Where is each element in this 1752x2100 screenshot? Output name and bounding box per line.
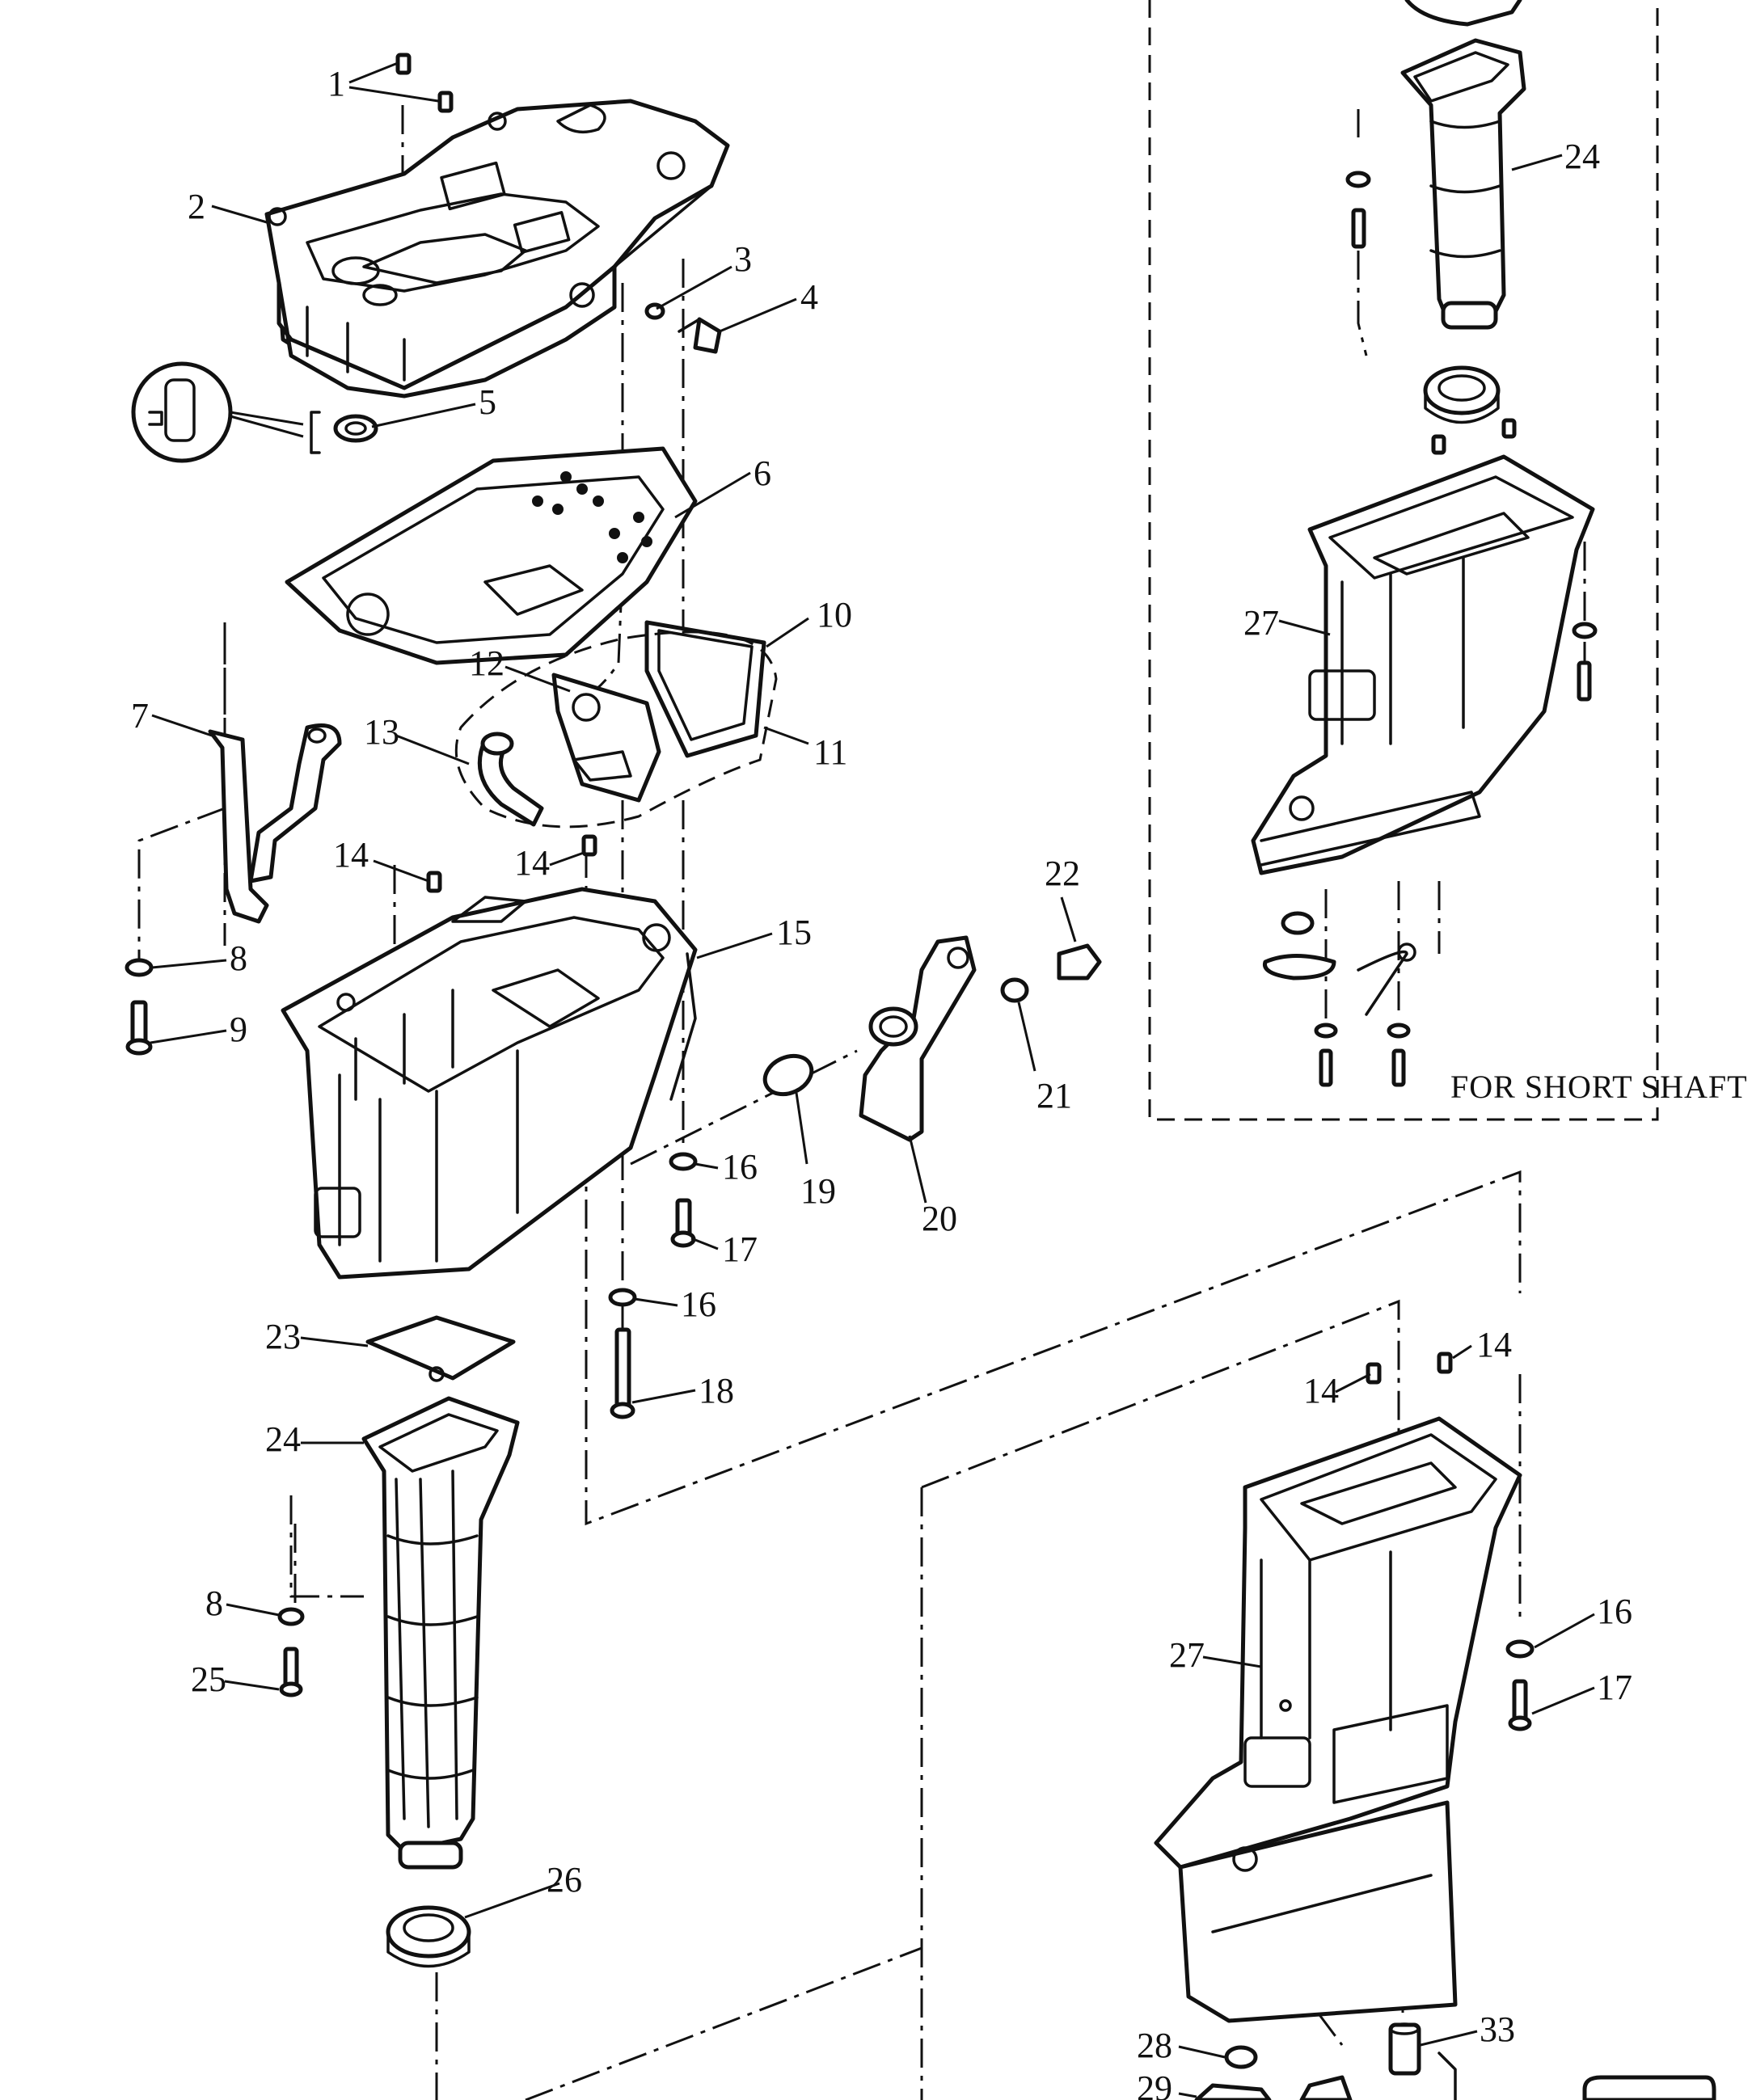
callout-27-lower: 27 (1169, 1635, 1205, 1675)
gasket-plate (285, 446, 698, 665)
callout-14-right-b: 14 (1476, 1325, 1512, 1364)
bolts-center (608, 1152, 698, 1419)
callout-14-right-a: 14 (1303, 1371, 1339, 1411)
bracket-7 (208, 723, 342, 924)
callout-labels: 1 2 3 4 5 6 7 8 8 9 10 11 12 13 14 14 14… (131, 64, 1632, 2100)
callout-8-lower: 8 (205, 1583, 223, 1623)
short-shaft-box (1148, 0, 1659, 1121)
callout-20: 20 (922, 1199, 957, 1238)
callout-2: 2 (188, 187, 205, 226)
callout-5: 5 (479, 382, 496, 422)
leader-lines (150, 61, 1595, 2098)
callout-21: 21 (1036, 1076, 1072, 1115)
callout-7: 7 (131, 696, 149, 736)
callout-16-a: 16 (722, 1147, 758, 1187)
bush-detail (131, 361, 378, 463)
callout-14-left: 14 (333, 835, 369, 875)
extension-24 (361, 1396, 520, 1870)
top-mounting-plate (264, 99, 730, 398)
callout-8-upper: 8 (230, 938, 247, 978)
callout-3: 3 (734, 239, 752, 279)
callout-16-c: 16 (1597, 1592, 1632, 1631)
callout-15: 15 (776, 913, 812, 952)
callout-12: 12 (469, 643, 504, 683)
callout-6: 6 (754, 453, 771, 493)
callout-24-lower: 24 (265, 1419, 301, 1459)
callout-11: 11 (813, 732, 847, 772)
short-shaft-parts (1251, 0, 1598, 1087)
callout-23: 23 (265, 1317, 301, 1356)
callout-4: 4 (800, 277, 818, 317)
drive-shaft-housing (1154, 1416, 1522, 2023)
callout-28: 28 (1137, 2026, 1172, 2065)
bolt-right (1505, 1639, 1535, 1731)
pipe-13 (477, 732, 544, 827)
upper-casing (281, 887, 698, 1280)
callout-18: 18 (699, 1371, 734, 1411)
callout-19: 19 (800, 1171, 836, 1211)
dowel-pins (395, 53, 454, 113)
callout-26: 26 (547, 1860, 582, 1900)
bottom-parts (1194, 2022, 1716, 2100)
callout-17-b: 17 (1597, 1668, 1632, 1707)
callout-29: 29 (1137, 2068, 1172, 2100)
callout-22: 22 (1045, 854, 1080, 893)
callout-13: 13 (364, 712, 399, 752)
callout-33: 33 (1480, 2009, 1515, 2049)
callout-14-center: 14 (514, 843, 550, 883)
callout-24-upper: 24 (1564, 137, 1600, 176)
gasket-23 (365, 1315, 516, 1382)
seal-plates (454, 620, 778, 829)
short-shaft-note: FOR SHORT SHAFT (1450, 1069, 1748, 1105)
callout-27-upper: 27 (1243, 603, 1279, 643)
bolt-9 (125, 958, 154, 1056)
callout-9: 9 (230, 1010, 247, 1049)
dowel-pins-right (1366, 1352, 1453, 1385)
callout-1: 1 (327, 64, 345, 103)
seal-ring-26 (386, 1905, 471, 1968)
bolt-25 (277, 1607, 305, 1697)
callout-17-a: 17 (722, 1229, 758, 1269)
water-fitting (762, 935, 1102, 1142)
callout-16-b: 16 (681, 1284, 716, 1324)
callout-10: 10 (817, 595, 852, 635)
dowel-pins-14 (426, 834, 597, 893)
callout-25: 25 (191, 1659, 226, 1699)
